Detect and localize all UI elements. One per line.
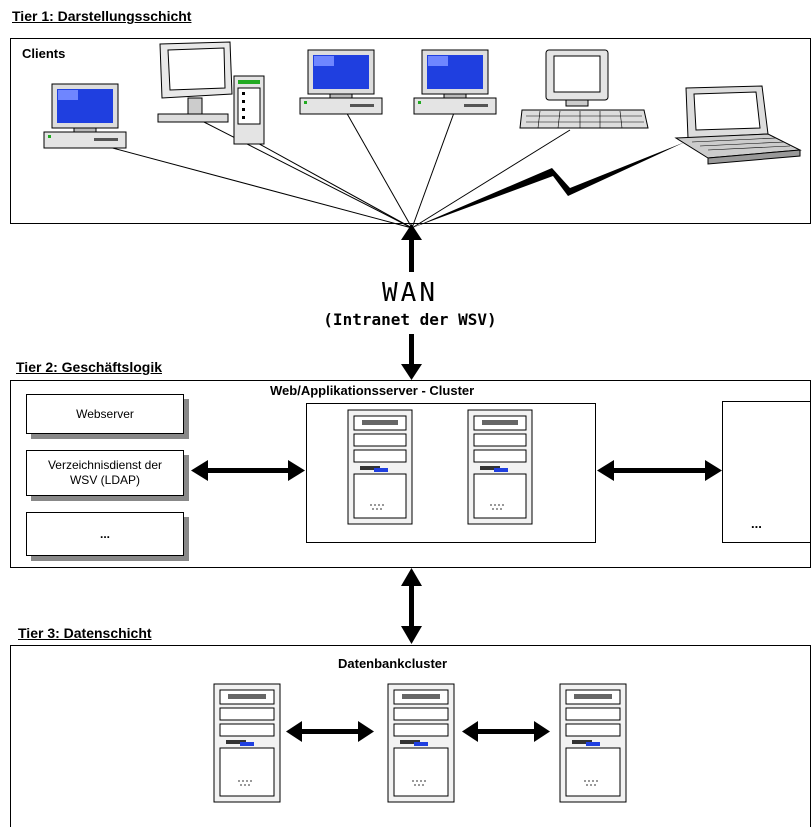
- desktop-computer-icon: [43, 83, 127, 149]
- wan-sublabel: (Intranet der WSV): [323, 310, 497, 329]
- desktop-computer-icon: [413, 49, 497, 115]
- tier1-title: Tier 1: Darstellungsschicht: [12, 8, 192, 24]
- app-cluster-label: Web/Applikationsserver - Cluster: [270, 383, 475, 398]
- webserver-box: Webserver: [26, 394, 184, 434]
- database-server-icon: [213, 683, 281, 803]
- additional-cluster-box: ...: [722, 401, 811, 543]
- workstation-computer-icon: [157, 41, 265, 145]
- database-server-icon: [387, 683, 455, 803]
- server-tower-icon: [347, 409, 413, 525]
- clients-label: Clients: [22, 46, 66, 61]
- tier3-title: Tier 3: Datenschicht: [18, 625, 152, 641]
- desktop-computer-icon: [299, 49, 383, 115]
- additional-cluster-label: ...: [751, 516, 762, 531]
- terminal-computer-icon: [519, 49, 649, 129]
- laptop-icon: [674, 85, 802, 165]
- db-cluster-label: Datenbankcluster: [338, 656, 448, 671]
- wan-label: WAN: [382, 278, 438, 308]
- ldap-directory-box: Verzeichnisdienst der WSV (LDAP): [26, 450, 184, 496]
- server-tower-icon: [467, 409, 533, 525]
- more-services-box: ...: [26, 512, 184, 556]
- database-server-icon: [559, 683, 627, 803]
- tier2-title: Tier 2: Geschäftslogik: [16, 359, 163, 375]
